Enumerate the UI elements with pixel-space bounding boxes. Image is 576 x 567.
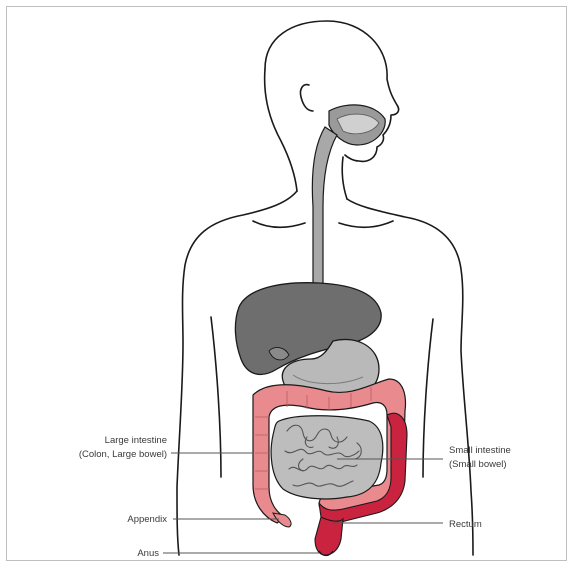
label-small-intestine-line1: Small intestine [449,445,511,456]
label-anus: Anus [137,548,159,559]
label-small-intestine-line2: (Small bowel) [449,459,507,470]
digestive-system-diagram: Large intestine (Colon, Large bowel) Sma… [7,7,568,562]
label-large-intestine-line2: (Colon, Large bowel) [79,449,167,460]
label-rectum: Rectum [449,519,482,530]
mouth-cavity [329,105,385,145]
small-intestine [271,416,383,499]
label-appendix: Appendix [127,514,167,525]
diagram-frame: Large intestine (Colon, Large bowel) Sma… [6,6,567,561]
label-large-intestine-line1: Large intestine [105,435,167,446]
